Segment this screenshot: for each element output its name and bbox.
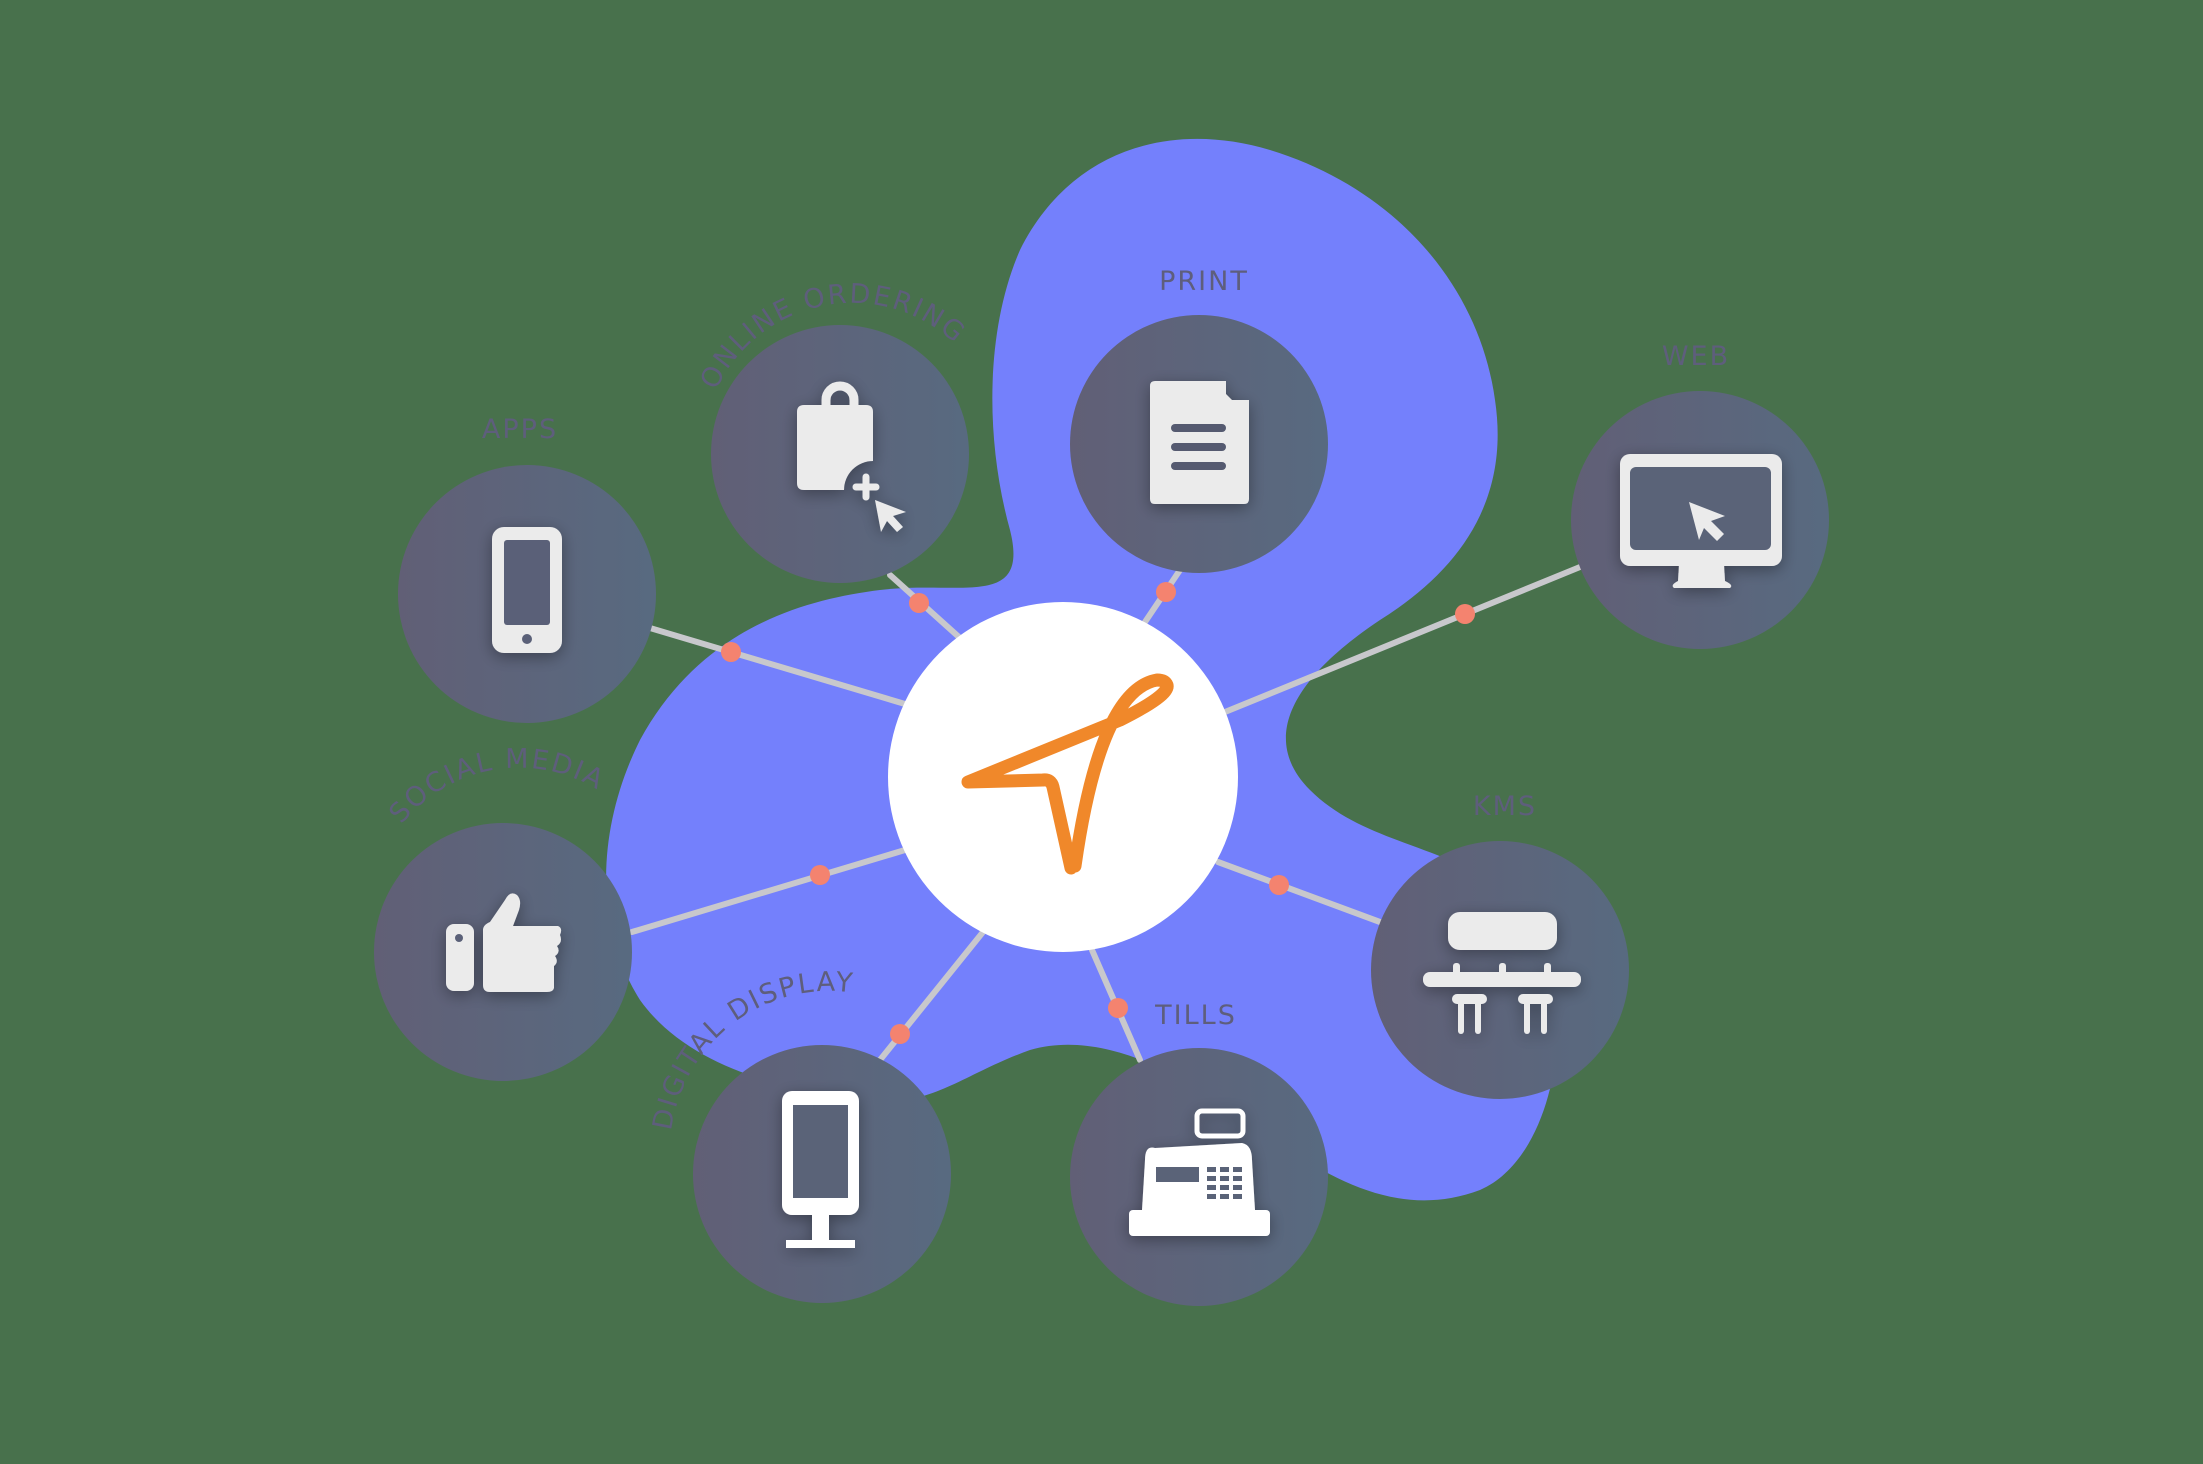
node-web[interactable]: WEB [1571,341,1829,649]
connector-dot [1269,875,1289,895]
node-print[interactable]: PRINT [1070,266,1328,573]
node-kms[interactable]: KMS [1371,791,1629,1099]
label-kms: KMS [1473,791,1537,822]
connector-dot [909,593,929,613]
connector-web [1222,564,1583,715]
label-social-media: SOCIAL MEDIA [383,744,610,830]
connector-dot [890,1024,910,1044]
label-tills: TILLS [1154,1000,1237,1031]
connector-dot [810,865,830,885]
node-social-media[interactable]: SOCIAL MEDIA [374,744,632,1081]
label-web: WEB [1662,341,1730,372]
connector-kms [1215,859,1383,925]
brand-logo-icon [961,673,1174,875]
node-online-ordering[interactable]: ONLINE ORDERING [694,279,971,583]
kiosk-display-icon [782,1091,859,1248]
document-icon [1150,381,1249,504]
connector-dot [1108,998,1128,1018]
label-print: PRINT [1159,266,1249,297]
smartphone-icon [492,527,562,653]
connector-social-media [629,847,908,935]
connector-dot [1455,604,1475,624]
connector-dot [721,642,741,662]
connector-dot [1156,582,1176,602]
label-apps: APPS [482,414,558,445]
center-hub[interactable] [888,602,1238,952]
connector-dots [721,582,1475,1044]
shopping-bag-add-cursor-icon [797,381,906,532]
node-tills[interactable]: TILLS [1070,1000,1328,1306]
thumbs-up-icon [446,893,562,992]
node-apps[interactable]: APPS [398,414,656,723]
connector-apps [647,625,908,707]
cash-register-icon [1129,1108,1270,1236]
kitchen-counter-icon [1423,912,1581,1034]
monitor-cursor-icon [1620,454,1782,588]
